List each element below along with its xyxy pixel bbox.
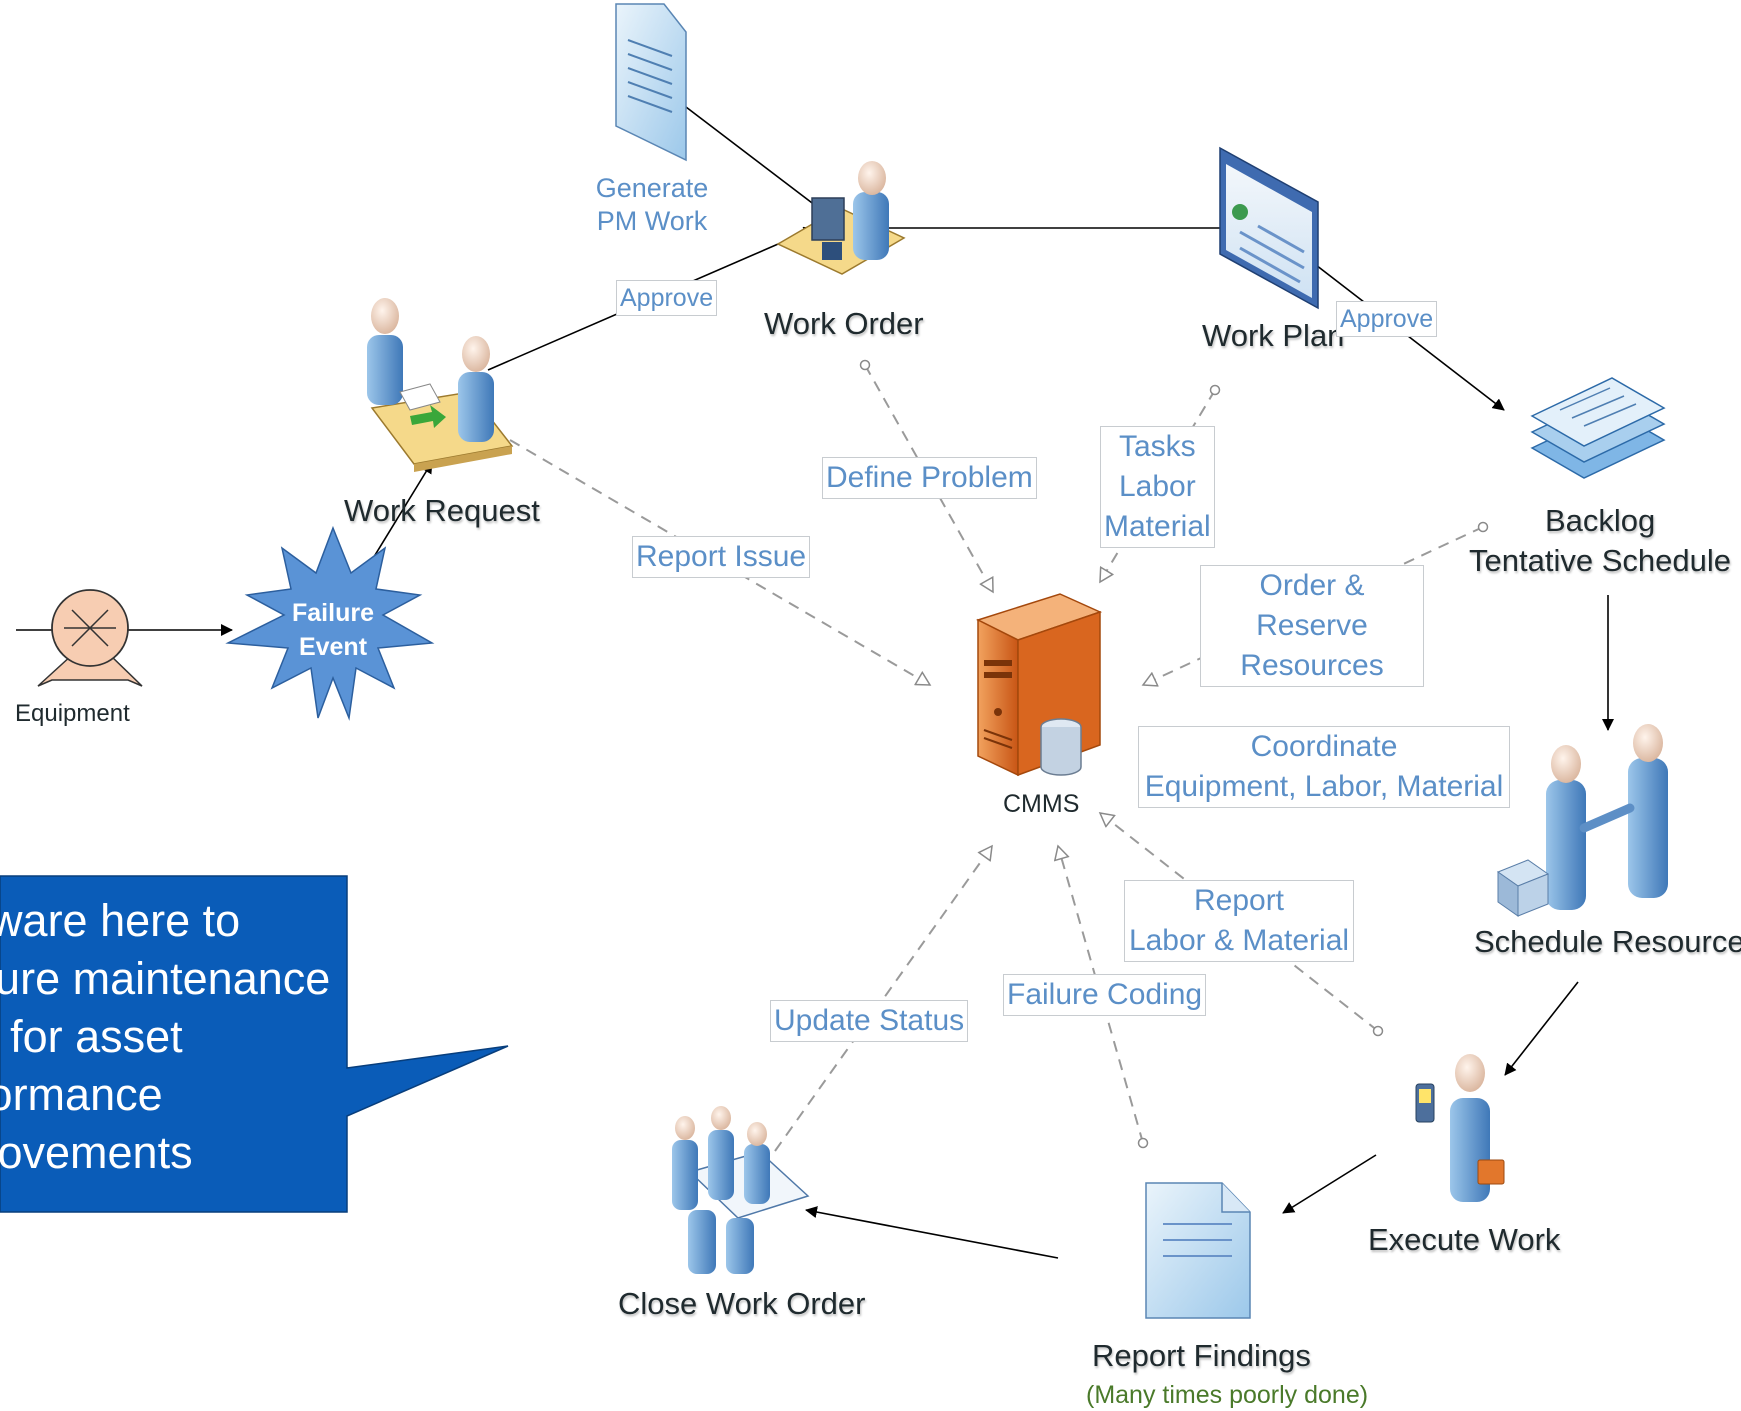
execute-work-icon xyxy=(1415,1054,1505,1202)
schedule-resources-icon xyxy=(1496,724,1668,917)
report-issue-label: Report Issue xyxy=(632,536,811,578)
order-reserve-line xyxy=(1143,526,1484,685)
dashed-line-origins xyxy=(859,359,1489,1149)
failure-event-label: Failure Event xyxy=(292,599,374,661)
work-plan-label: Work Plan xyxy=(1202,318,1345,353)
callout-shape xyxy=(0,875,509,1213)
report-findings-label: Report Findings xyxy=(1092,1338,1311,1373)
callout-text-box: Software here to capture maintenance dat… xyxy=(0,876,345,1216)
coordinate-label: Coordinate Equipment, Labor, Material xyxy=(1138,726,1510,808)
execute-work-label: Execute Work xyxy=(1368,1222,1561,1257)
cmms-server-icon xyxy=(976,593,1103,777)
report-issue-line xyxy=(509,439,930,686)
callout-text: Software here to capture maintenance dat… xyxy=(0,895,331,1178)
equipment-label: Equipment xyxy=(15,700,130,727)
generate-pm-work-label: Generate PM Work xyxy=(595,173,709,236)
order-reserve-label: Order & Reserve Resources xyxy=(1200,565,1424,687)
report-findings-document-icon xyxy=(1145,1182,1251,1319)
backlog-label: Backlog xyxy=(1545,503,1656,538)
report-findings-note: (Many times poorly done) xyxy=(1086,1381,1369,1409)
approve-request-label: Approve xyxy=(616,280,718,316)
work-plan-screen-icon xyxy=(1219,146,1319,310)
define-problem-line xyxy=(864,364,994,592)
close-work-order-label: Close Work Order xyxy=(618,1286,866,1321)
failure-coding-label: Failure Coding xyxy=(1003,974,1207,1016)
backlog-stack-icon xyxy=(1530,377,1666,479)
work-request-icon xyxy=(367,298,514,472)
work-request-label: Work Request xyxy=(344,493,540,528)
execute-to-findings-arrow xyxy=(1282,1154,1377,1214)
cmms-label: CMMS xyxy=(1003,790,1080,818)
failure-to-request-arrow xyxy=(371,461,433,561)
define-problem-label: Define Problem xyxy=(822,457,1037,499)
report-labor-material-label: Report Labor & Material xyxy=(1124,880,1354,962)
findings-to-close-arrow xyxy=(805,1206,1059,1259)
failure-event-burst xyxy=(225,525,435,721)
equipment-icon xyxy=(37,589,143,687)
work-order-label: Work Order xyxy=(764,306,924,341)
update-status-line xyxy=(774,846,992,1152)
approve-plan-label: Approve xyxy=(1336,301,1438,337)
schedule-resources-label: Schedule Resources xyxy=(1474,924,1741,959)
close-work-order-meeting-icon xyxy=(672,1106,810,1274)
pm-document-icon xyxy=(615,3,687,162)
work-order-icon xyxy=(776,161,906,275)
tasks-labor-material-label: Tasks Labor Material xyxy=(1100,426,1215,548)
tentative-schedule-label: Tentative Schedule xyxy=(1469,543,1731,578)
update-status-label: Update Status xyxy=(770,1000,969,1042)
schedule-to-execute-arrow xyxy=(1504,981,1579,1076)
